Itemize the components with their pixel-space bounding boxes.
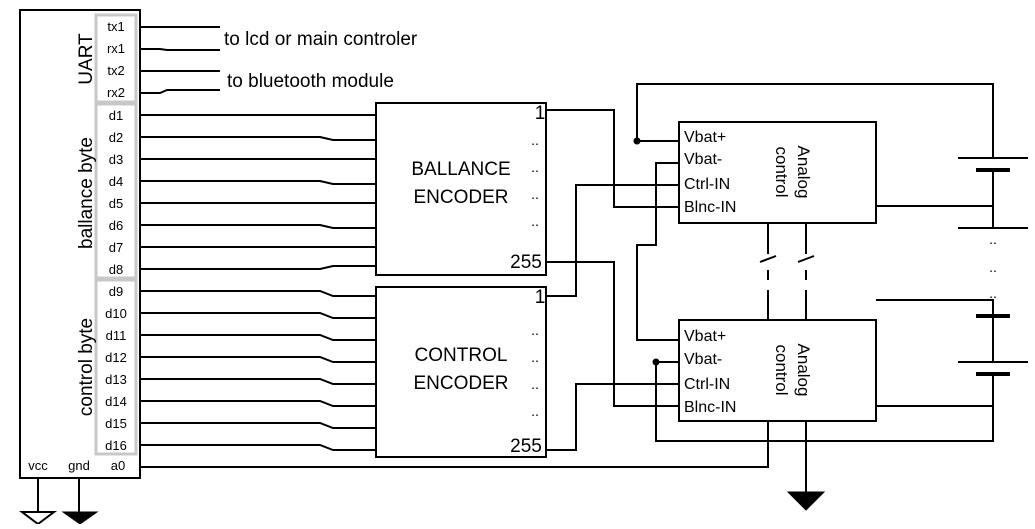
uart-pin-labels: tx1 rx1 tx2 rx2 (107, 19, 125, 100)
vcc-pin-label: vcc (28, 458, 48, 473)
balance-encoder-output-dots: .. (531, 132, 539, 148)
blnc-in-pin: Blnc-IN (684, 199, 736, 216)
analog-control-top: Vbat+ Vbat- Ctrl-IN Blnc-IN Analog contr… (678, 121, 877, 224)
a0-pin-label: a0 (111, 458, 125, 473)
control-pin-group (94, 278, 138, 456)
balance-pin-group (94, 102, 138, 280)
analog-control-top-label-line2: control (772, 146, 791, 197)
balance-encoder: BALLANCE ENCODER 1 .. .. .. .. 255 (375, 102, 547, 276)
ground-icon (61, 511, 99, 525)
analog-control-bottom-body (678, 319, 877, 422)
balance-encoder-output-dots: .. (531, 213, 539, 229)
gnd-pin-label: gnd (68, 458, 90, 473)
pin-label: rx2 (107, 85, 125, 100)
analog-control-bottom-label-line2: control (772, 344, 791, 395)
vbat-minus-pin: Vbat- (684, 351, 722, 368)
balance-encoder-body (375, 102, 547, 276)
uart1-destination-note: to lcd or main controler (224, 29, 418, 50)
control-encoder-title-line2: ENCODER (413, 373, 508, 394)
uart-label: UART (76, 33, 97, 85)
vbat-plus-pin: Vbat+ (684, 328, 726, 345)
pin-label: d13 (105, 372, 127, 387)
control-encoder-output-last: 255 (510, 436, 542, 457)
pin-label: d3 (109, 152, 123, 167)
vbat-minus-pin: Vbat- (684, 151, 722, 168)
pin-label: d15 (105, 416, 127, 431)
balance-encoder-output-first: 1 (535, 103, 546, 124)
pin-label: d4 (109, 174, 123, 189)
pin-label: d9 (109, 284, 123, 299)
pin-label: d1 (109, 108, 123, 123)
battery-continuation-dots: .. (989, 259, 997, 275)
analog-control-top-body (678, 121, 877, 224)
control-encoder-body (375, 286, 547, 458)
analog-control-top-label-line1: Analog (794, 146, 813, 199)
battery-stack: .. .. .. (958, 130, 1028, 406)
pin-label: tx2 (107, 63, 124, 78)
pin-label: tx1 (107, 19, 124, 34)
balance-encoder-output-last: 255 (510, 252, 542, 273)
pin-label: d11 (106, 328, 127, 343)
balance-encoder-output-dots: .. (531, 186, 539, 202)
pin-label: d14 (105, 394, 127, 409)
pin-label: d6 (109, 218, 123, 233)
control-encoder-output-dots: .. (531, 376, 539, 392)
mcu-body (19, 9, 141, 479)
control-encoder-output-first: 1 (535, 287, 546, 308)
pin-label: d5 (109, 196, 123, 211)
blnc-in-pin: Blnc-IN (684, 399, 736, 416)
junction-dot (633, 137, 641, 145)
control-bus-wires (140, 290, 376, 451)
ctrl-in-pin: Ctrl-IN (684, 176, 730, 193)
control-pin-labels: d9 d10 d11 d12 d13 d14 d15 d16 (105, 284, 127, 453)
ctrl-in-pin: Ctrl-IN (684, 376, 730, 393)
balance-byte-label: ballance byte (76, 137, 97, 249)
uart2-destination-note: to bluetooth module (227, 71, 394, 92)
pin-label: d10 (105, 306, 127, 321)
balance-encoder-output-dots: .. (531, 159, 539, 175)
vbat-plus-pin: Vbat+ (684, 129, 726, 146)
pin-label: d12 (105, 350, 127, 365)
analog-control-bottom: Vbat+ Vbat- Ctrl-IN Blnc-IN Analog contr… (678, 319, 877, 422)
junction-dot (652, 358, 660, 366)
control-byte-label: control byte (76, 318, 97, 416)
control-encoder-output-dots: .. (531, 403, 539, 419)
uart-pin-group (94, 13, 138, 104)
battery-continuation-dots: .. (989, 231, 997, 247)
ground-icon (786, 491, 826, 511)
analog-control-bottom-label-line1: Analog (794, 344, 813, 397)
uart-wires (140, 26, 220, 94)
control-encoder-output-dots: .. (531, 349, 539, 365)
power-wiring (140, 83, 994, 492)
control-encoder-title-line1: CONTROL (415, 345, 508, 366)
control-encoder-output-dots: .. (531, 322, 539, 338)
balance-pin-labels: d1 d2 d3 d4 d5 d6 d7 d8 (109, 108, 123, 277)
pin-label: d2 (109, 130, 123, 145)
balance-encoder-title-line1: BALLANCE (411, 159, 510, 180)
pin-label: d8 (109, 262, 123, 277)
pin-label: d7 (109, 240, 123, 255)
vcc-symbol-icon (19, 511, 57, 526)
pin-label: rx1 (107, 41, 125, 56)
ground-symbols (19, 478, 826, 526)
battery-continuation-dots: .. (989, 285, 997, 301)
pin-label: d16 (105, 438, 127, 453)
balance-encoder-title-line2: ENCODER (413, 187, 508, 208)
microcontroller: UART ballance byte control byte tx1 rx1 … (19, 9, 141, 479)
control-encoder: CONTROL ENCODER 1 .. .. .. .. 255 (375, 286, 547, 458)
encoder-output-wires (546, 109, 679, 451)
balance-bus-wires (140, 114, 376, 270)
